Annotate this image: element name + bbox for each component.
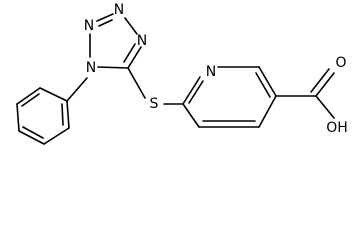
tetrazole-bond [97,66,129,69]
phenyl-bond [66,100,70,129]
carbonyl-double-bond [310,68,330,93]
carbon-hydroxyl-bond [315,95,335,119]
tetrazole-bond [127,46,142,69]
atom-oxygen-carbonyl: O [335,55,346,71]
carboxylic-acid-group [275,68,335,119]
carbonyl-double-bond [315,72,335,97]
phenyl-bond [18,130,45,145]
phenyl-bond [16,103,20,132]
chemical-structure: N N N N N S O OH [16,2,348,145]
phenyl-double-bond [21,93,40,107]
atom-n4: N [137,33,147,49]
atom-hydroxyl: OH [326,120,348,136]
phenyl-double-bond [61,103,64,126]
pyridine-bond [258,66,277,97]
atom-n1: N [86,60,96,76]
atom-n-pyridine: N [206,64,216,80]
tetrazole-ring [89,13,142,69]
atom-n2: N [84,18,94,34]
atom-sulfur: S [150,96,159,112]
phenyl-ring [16,87,70,145]
pyridine-bond [258,95,277,128]
tetrazole-double-bond [98,19,113,27]
tetrazole-bond [96,13,114,22]
phenyl-bond [43,127,70,145]
pyridine-bond [182,103,200,128]
atom-n3: N [114,2,124,18]
pyridine-double-bond [255,72,271,98]
tetrazole-bond [124,17,138,35]
pyridine-double-bond [188,80,204,104]
phenyl-bond [39,87,68,102]
phenyl-n-bond [66,77,88,102]
phenyl-bond [16,87,41,105]
pyridine-bond [182,76,201,105]
tetrazole-double-bond [123,43,136,63]
pyridine-ring [182,66,277,128]
phenyl-double-bond [22,126,44,139]
carbon-sulfur-bond [127,67,146,99]
